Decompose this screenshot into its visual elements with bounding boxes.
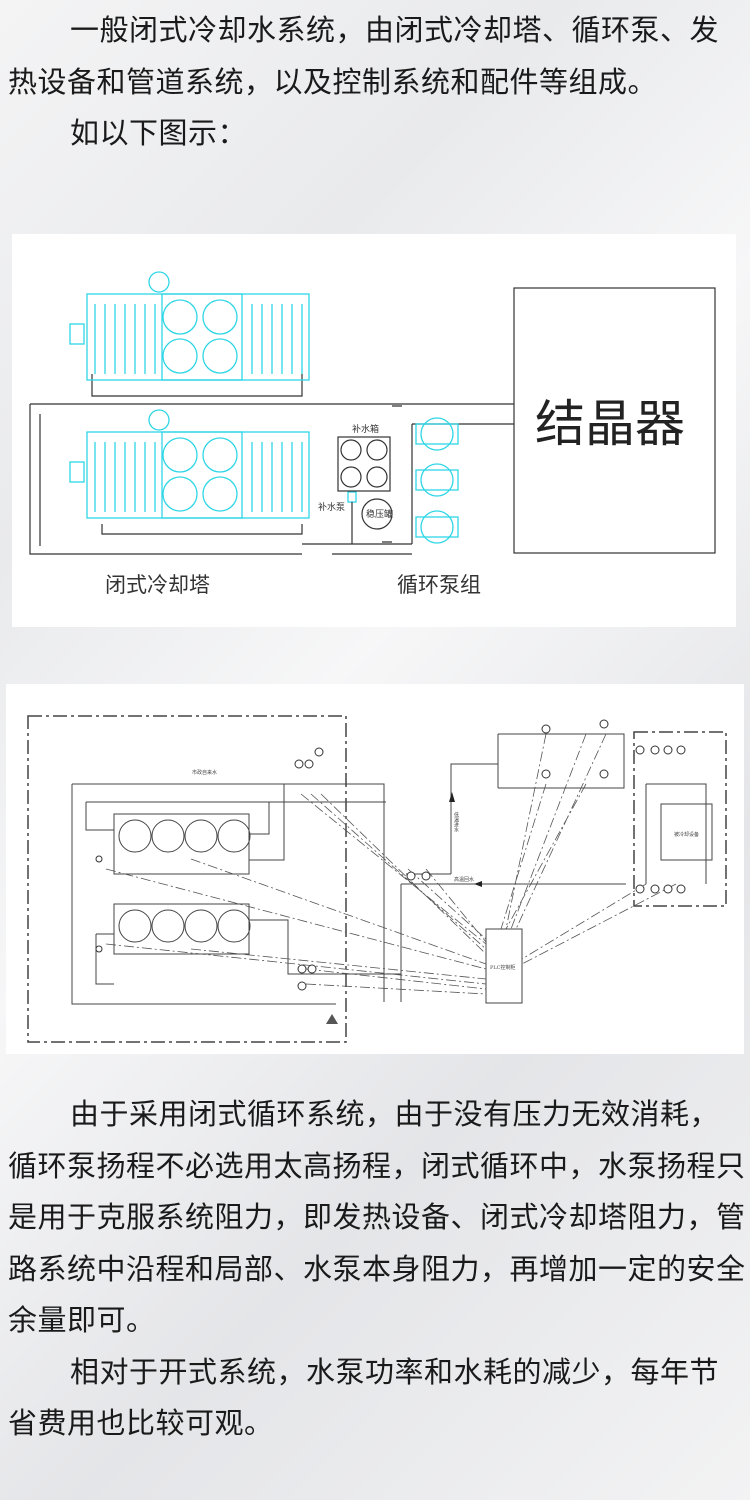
body-paragraph-2: 相对于开式系统，水泵功率和水耗的减少，每年节省费用也比较可观。 bbox=[8, 1354, 720, 1441]
instrument-gauges bbox=[95, 719, 686, 991]
circulating-pumps bbox=[347, 417, 459, 544]
flow-up-arrow bbox=[449, 792, 455, 802]
drain-icon bbox=[326, 1014, 338, 1024]
cooling-towers bbox=[69, 271, 310, 519]
makeup-tank bbox=[337, 436, 393, 544]
intro-lead: 如以下图示： bbox=[70, 116, 248, 150]
body-paragraph-1: 由于采用闭式循环系统，由于没有压力无效消耗，循环泵扬程不必选用太高扬程，闭式循环… bbox=[8, 1097, 746, 1337]
plc-label: PLC控制柜 bbox=[490, 964, 516, 971]
cooling-system-svg: 补水箱 补水泵 稳压罐 结晶器 闭式冷却塔 循环泵组 bbox=[29, 271, 716, 597]
body-text: 由于采用闭式循环系统，由于没有压力无效消耗，循环泵扬程不必选用太高扬程，闭式循环… bbox=[8, 1089, 748, 1450]
makeup-tank-label: 补水箱 bbox=[352, 423, 379, 435]
cooled-equipment-label: 被冷却设备 bbox=[674, 831, 699, 838]
signal-lines bbox=[105, 733, 677, 995]
pressure-tank-label: 稳压罐 bbox=[366, 508, 393, 520]
crystallizer-label: 结晶器 bbox=[535, 395, 685, 453]
high-temp-return-label: 高温回水 bbox=[454, 876, 474, 883]
flow-left-arrow bbox=[474, 881, 482, 887]
makeup-pump-label: 补水泵 bbox=[318, 501, 345, 513]
pump-caption: 循环泵组 bbox=[397, 573, 481, 597]
plc-control-diagram: 市政自来水 低温进水 高温回水 被冷却设备 PLC控制柜 bbox=[6, 684, 744, 1054]
crystallizer-box bbox=[513, 287, 716, 554]
tower-caption: 闭式冷却塔 bbox=[105, 573, 210, 597]
cooling-system-diagram: 补水箱 补水泵 稳压罐 结晶器 闭式冷却塔 循环泵组 bbox=[12, 234, 736, 627]
plc-control-svg: 市政自来水 低温进水 高温回水 被冷却设备 PLC控制柜 bbox=[27, 715, 727, 1043]
city-water-label: 市政自来水 bbox=[192, 769, 217, 776]
low-temp-in-label: 低温进水 bbox=[453, 811, 459, 832]
intro-paragraph: 一般闭式冷却水系统，由闭式冷却塔、循环泵、发热设备和管道系统，以及控制系统和配件… bbox=[8, 13, 720, 99]
intro-text: 一般闭式冷却水系统，由闭式冷却塔、循环泵、发热设备和管道系统，以及控制系统和配件… bbox=[8, 5, 748, 160]
